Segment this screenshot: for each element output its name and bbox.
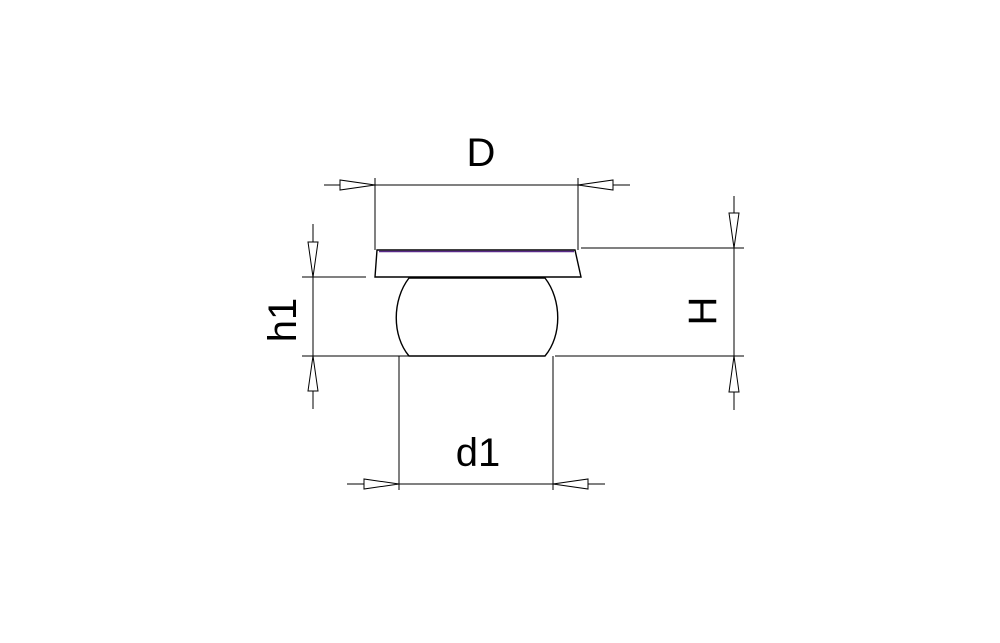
- dim-d1-label: d1: [456, 431, 501, 475]
- dim-d1-arrow-right: [552, 478, 589, 490]
- dim-D-label: D: [467, 131, 496, 175]
- part-outline: [374, 249, 582, 357]
- dimension-H: H: [555, 196, 744, 410]
- dim-H-arrow-bottom: [728, 355, 740, 393]
- dim-D-arrow-right: [577, 179, 614, 191]
- dim-h1-arrow-bottom: [307, 355, 319, 392]
- dim-H-arrow-top: [728, 212, 740, 249]
- dim-D-arrow-left: [339, 179, 376, 191]
- dimension-h1: h1: [261, 224, 409, 409]
- dim-h1-arrow-top: [307, 241, 319, 278]
- dimension-D: D: [324, 131, 630, 250]
- body-barrel: [395, 277, 559, 357]
- dimension-d1: d1: [347, 356, 605, 490]
- cap-head: [374, 249, 582, 278]
- dim-d1-arrow-left: [363, 478, 400, 490]
- dim-H-label: H: [681, 297, 725, 326]
- dim-h1-label: h1: [261, 298, 305, 343]
